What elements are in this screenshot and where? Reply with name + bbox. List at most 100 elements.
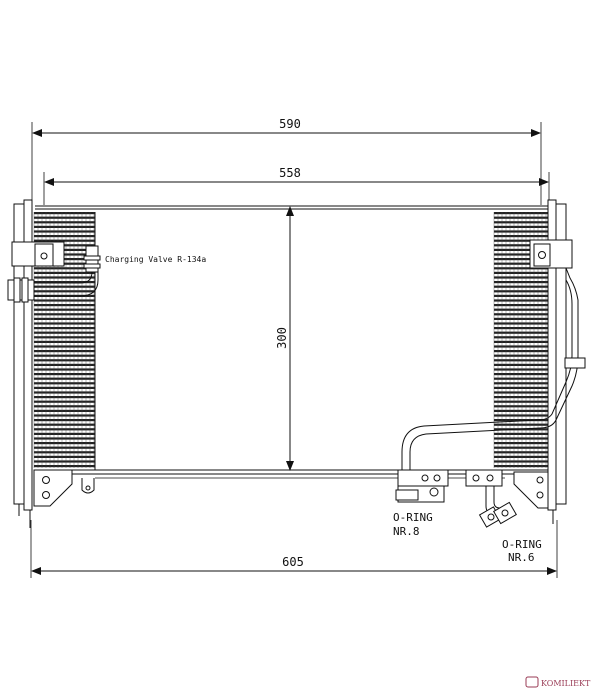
left-bottom-bracket — [33, 469, 95, 507]
fin-line — [494, 354, 548, 357]
fin-line — [34, 377, 95, 380]
fin-line — [34, 455, 95, 458]
fin-line — [494, 409, 548, 412]
fin-line — [494, 221, 548, 224]
oring-label-nr8: O-RING NR.8 — [393, 511, 433, 538]
fin-line — [494, 267, 548, 270]
outlet-pipe — [401, 267, 586, 488]
condenser-core — [35, 205, 549, 479]
fin-line — [494, 304, 548, 307]
fin-line — [34, 391, 95, 394]
fin-line — [494, 396, 548, 399]
dimension-total-width: 605 — [30, 520, 558, 578]
fin-line — [34, 304, 95, 307]
fin-line — [34, 363, 95, 366]
oring-nr8-line1: O-RING — [393, 511, 433, 524]
fin-line — [494, 239, 548, 242]
fin-line — [34, 373, 95, 376]
dimension-core-width: 558 — [43, 166, 550, 205]
fin-line — [34, 345, 95, 348]
fin-line — [34, 267, 95, 270]
fin-line — [34, 299, 95, 302]
dimension-overall-width-label: 590 — [279, 117, 301, 131]
fin-line — [494, 455, 548, 458]
watermark-icon — [525, 676, 539, 688]
fin-line — [34, 317, 95, 320]
fin-line — [34, 281, 95, 284]
fin-line — [494, 345, 548, 348]
fin-line — [34, 221, 95, 224]
fin-line — [34, 239, 95, 242]
fin-line — [34, 322, 95, 325]
fin-line — [34, 368, 95, 371]
fin-line — [34, 451, 95, 454]
fin-line — [494, 442, 548, 445]
fitting-nr6 — [465, 469, 517, 528]
fin-line — [494, 308, 548, 311]
fin-line — [34, 230, 95, 233]
fin-line — [34, 313, 95, 316]
fin-line — [494, 294, 548, 297]
fin-line — [494, 446, 548, 449]
dimension-core-height: 300 — [275, 206, 294, 471]
fin-line — [494, 212, 548, 215]
fin-line — [494, 262, 548, 265]
fin-line — [494, 400, 548, 403]
fin-line — [494, 350, 548, 353]
fin-line — [494, 322, 548, 325]
fin-line — [34, 382, 95, 385]
fin-line — [494, 290, 548, 293]
fin-line — [494, 359, 548, 362]
left-side-tank — [7, 199, 101, 528]
dimension-core-height-label: 300 — [275, 327, 289, 349]
fin-line — [494, 437, 548, 440]
right-side-tank — [513, 199, 573, 524]
fin-line — [34, 285, 95, 288]
fin-line — [494, 391, 548, 394]
fin-line — [34, 336, 95, 339]
fin-line — [34, 350, 95, 353]
oring-nr6-line2: NR.6 — [508, 551, 535, 564]
oring-label-nr6: O-RING NR.6 — [502, 538, 542, 564]
dimension-total-width-label: 605 — [282, 555, 304, 569]
fin-line — [34, 396, 95, 399]
fin-line — [494, 285, 548, 288]
fin-line — [34, 276, 95, 279]
fin-line — [34, 331, 95, 334]
charging-valve-label-group: Charging Valve R-134a — [105, 255, 206, 264]
fin-line — [34, 437, 95, 440]
fin-line — [34, 386, 95, 389]
fin-line — [494, 248, 548, 251]
fin-line — [494, 363, 548, 366]
fin-line — [34, 235, 95, 238]
fin-line — [34, 414, 95, 417]
fin-line — [494, 386, 548, 389]
fin-line — [34, 465, 95, 468]
fin-line — [494, 419, 548, 422]
fin-line — [34, 216, 95, 219]
fin-line — [34, 405, 95, 408]
fin-line — [34, 271, 95, 274]
fin-line — [34, 354, 95, 357]
fin-line — [34, 423, 95, 426]
fin-line — [494, 368, 548, 371]
fin-line — [494, 313, 548, 316]
watermark-text: KOMILIEKT — [541, 679, 591, 688]
dimension-core-width-label: 558 — [279, 166, 301, 180]
fin-line — [494, 225, 548, 228]
fin-line — [494, 299, 548, 302]
fin-line — [494, 253, 548, 256]
fin-line — [494, 216, 548, 219]
fin-line — [494, 465, 548, 468]
fin-line — [494, 258, 548, 261]
fin-line — [494, 230, 548, 233]
fin-line — [494, 460, 548, 463]
fin-line — [494, 423, 548, 426]
fin-line — [494, 377, 548, 380]
fin-line — [34, 419, 95, 422]
fin-line — [34, 432, 95, 435]
fin-line — [34, 340, 95, 343]
fin-line — [494, 276, 548, 279]
fin-line — [494, 451, 548, 454]
